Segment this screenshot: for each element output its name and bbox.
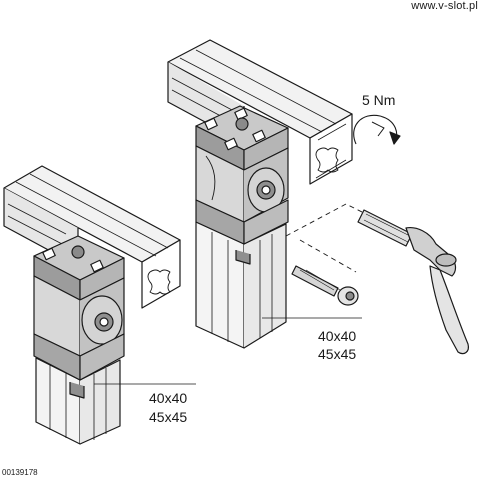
upper-hinge: [195, 145, 289, 223]
website-watermark: www.v-slot.pl: [411, 0, 478, 12]
lower-assembly: [3, 165, 196, 445]
upper-bottom-clamp: [195, 199, 289, 265]
assembly-guide-lines: [285, 203, 411, 273]
clamping-lever: [357, 209, 469, 355]
upper-top-clamp: [195, 105, 289, 171]
upper-size-label-2: 45x45: [318, 346, 357, 362]
upper-size-label-1: 40x40: [318, 328, 357, 344]
lower-vertical-profile: [35, 357, 121, 445]
upper-profile-end-slot: [315, 147, 339, 173]
upper-assembly: [167, 39, 362, 349]
upper-horizontal-profile: [167, 39, 353, 185]
lower-bottom-clamp: [33, 333, 125, 399]
lower-hinge: [33, 275, 125, 357]
torque-label: 5 Nm: [362, 92, 396, 108]
lower-profile-end-slot: [147, 269, 171, 295]
part-number: 00139178: [2, 468, 38, 477]
lower-size-label-1: 40x40: [149, 390, 188, 406]
socket-head-screw: [291, 265, 359, 306]
lower-size-label-2: 45x45: [149, 409, 188, 425]
torque-rotation-icon: [353, 114, 401, 145]
